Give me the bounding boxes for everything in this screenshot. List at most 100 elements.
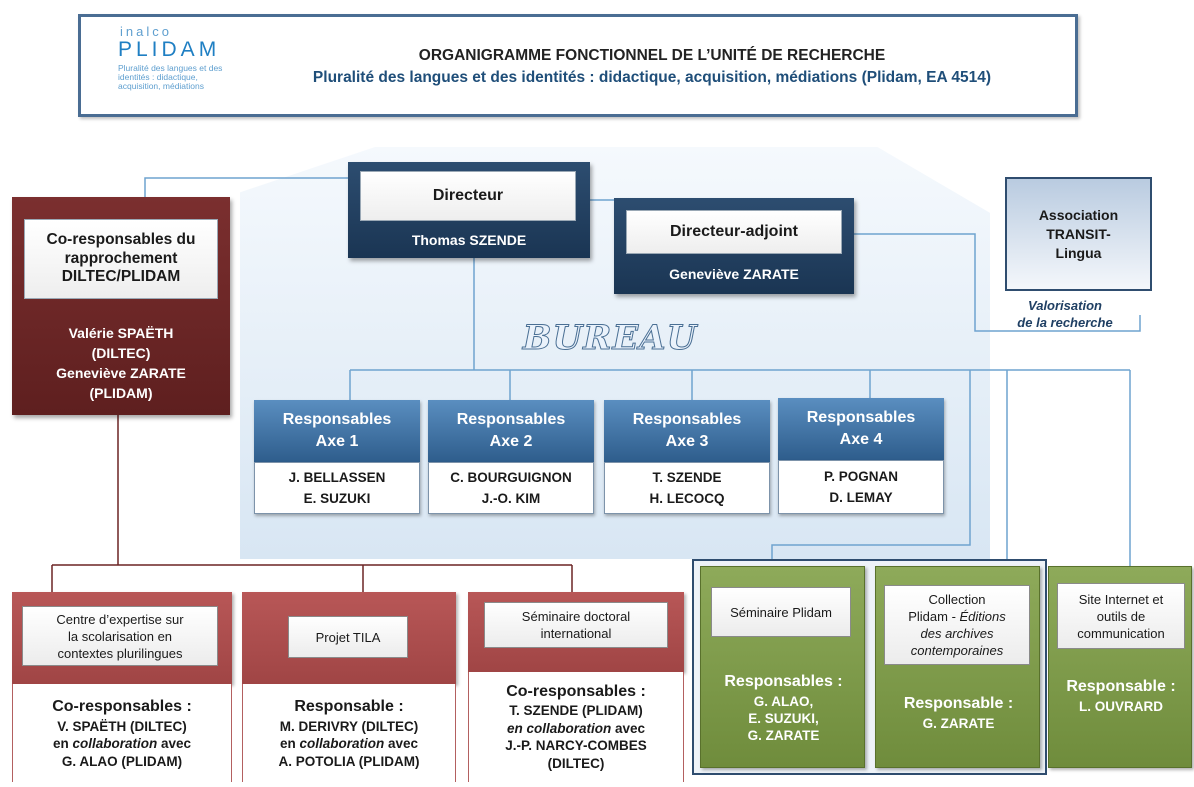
association-caption-line: Valorisation	[1028, 298, 1102, 313]
project-2-header: Projet TILA	[242, 592, 456, 684]
logo-subtitle: Pluralité des langues et des identités :…	[118, 63, 223, 91]
directeur-box: Directeur Thomas SZENDE	[348, 162, 590, 258]
collab-italic: en collaboration	[506, 720, 612, 736]
project-2-title-line: Projet TILA	[315, 629, 381, 645]
collab-prefix: en	[279, 736, 300, 752]
collection-plidam-box: Collection Plidam - Éditions des archive…	[875, 566, 1040, 768]
project-3-role: Co-responsables :	[506, 683, 646, 700]
directeur-adjoint-name: Geneviève ZARATE	[669, 266, 799, 282]
axe-3-member: H. LECOCQ	[649, 491, 725, 506]
seminaire-plidam-box: Séminaire Plidam Responsables : G. ALAO,…	[700, 566, 865, 768]
coresp-title-line: Co-responsables du	[46, 231, 196, 249]
project-3-line: T. SZENDE (PLIDAM)	[509, 703, 643, 718]
project-2-role: Responsable :	[294, 697, 404, 715]
axe-2-member: C. BOURGUIGNON	[450, 470, 572, 485]
axe-2-members: C. BOURGUIGNON J.-O. KIM	[428, 462, 594, 514]
collab-italic: collaboration	[299, 736, 385, 752]
project-3-title: Séminaire doctoral international	[484, 602, 668, 648]
page-title: ORGANIGRAMME FONCTIONNEL DE L’UNITÉ DE R…	[418, 47, 886, 64]
site-internet-name: L. OUVRARD	[1079, 698, 1163, 714]
seminaire-plidam-title: Séminaire Plidam	[711, 587, 851, 637]
directeur-adjoint-box: Directeur-adjoint Geneviève ZARATE	[614, 198, 854, 294]
association-line: TRANSIT-	[1046, 225, 1111, 242]
association-line: Lingua	[1055, 244, 1102, 261]
axe-1-head-line2: Axe 1	[315, 433, 359, 450]
project-3-body: Co-responsables : T. SZENDE (PLIDAM) en …	[468, 672, 684, 782]
axe-3-head-line2: Axe 3	[665, 433, 709, 450]
axe-1-header: Responsables Axe 1	[254, 400, 420, 462]
association-caption: Valorisation de la recherche	[985, 297, 1145, 331]
coresp-rapprochement-box: Co-responsables du rapprochement DILTEC/…	[12, 197, 230, 415]
collection-plidam-name: G. ZARATE	[922, 715, 995, 731]
project-2-last: A. POTOLIA (PLIDAM)	[278, 753, 420, 769]
association-line: Association	[1038, 206, 1119, 223]
association-box: Association TRANSIT- Lingua	[1005, 177, 1152, 291]
collab-italic: collaboration	[72, 736, 158, 752]
header-frame	[78, 14, 1078, 117]
axe-4-member: P. POGNAN	[823, 469, 899, 484]
project-3-collab: en collaboration avec	[507, 720, 645, 738]
axe-1-member: E. SUZUKI	[303, 491, 371, 506]
collab-suffix: avec	[384, 736, 419, 752]
seminaire-plidam-title-line: Séminaire Plidam	[730, 604, 832, 620]
project-2-collab: en collaboration avec	[280, 735, 418, 753]
axe-3-head-line1: Responsables	[632, 411, 742, 428]
coresp-title: Co-responsables du rapprochement DILTEC/…	[24, 219, 218, 299]
project-1-role: Co-responsables :	[52, 697, 192, 715]
coresp-names: Valérie SPAËTH (DILTEC) Geneviève ZARATE…	[12, 321, 230, 405]
collection-title-line: des archives	[920, 626, 994, 641]
seminaire-plidam-name: G. ALAO,	[753, 693, 814, 709]
site-internet-title-line: Site Internet et	[1078, 591, 1164, 607]
collection-plidam-role: Responsable :	[903, 694, 1014, 712]
project-3-title-line: Séminaire doctoral	[521, 609, 631, 624]
coresp-name: Geneviève ZARATE	[56, 365, 186, 381]
axe-4-head-line2: Axe 4	[839, 431, 883, 448]
axe-1-head-line1: Responsables	[282, 411, 392, 428]
project-1-collab: en collaboration avec	[53, 735, 191, 753]
collection-title-part: Plidam -	[908, 609, 960, 624]
project-1-title-line: contextes plurilingues	[57, 645, 183, 661]
seminaire-plidam-resp: Responsables : G. ALAO, E. SUZUKI, G. ZA…	[701, 655, 866, 759]
collection-title-line: Collection	[928, 592, 986, 607]
axe-1-member: J. BELLASSEN	[288, 470, 386, 485]
logo-plidam-text: PLIDAM	[118, 38, 221, 61]
coresp-title-line: DILTEC/PLIDAM	[61, 268, 181, 286]
directeur-name: Thomas SZENDE	[411, 232, 527, 248]
collab-suffix: avec	[157, 736, 192, 752]
axe-3-header: Responsables Axe 3	[604, 400, 770, 462]
project-3-title-line: international	[540, 626, 612, 641]
axe-3-members: T. SZENDE H. LECOCQ	[604, 462, 770, 514]
project-3-header: Séminaire doctoral international	[468, 592, 684, 672]
axe-4-member: D. LEMAY	[829, 490, 893, 505]
site-internet-box: Site Internet et outils de communication…	[1048, 566, 1192, 768]
axe-2-head-line2: Axe 2	[489, 433, 533, 450]
collection-plidam-title: Collection Plidam - Éditions des archive…	[884, 585, 1030, 665]
project-1-body: Co-responsables : V. SPAËTH (DILTEC) en …	[12, 684, 232, 782]
collection-plidam-resp: Responsable : G. ZARATE	[876, 687, 1041, 737]
project-2-title: Projet TILA	[288, 616, 408, 658]
axe-4-header: Responsables Axe 4	[778, 398, 944, 460]
project-1-title: Centre d’expertise sur la scolarisation …	[22, 606, 218, 666]
site-internet-resp: Responsable : L. OUVRARD	[1049, 671, 1193, 719]
project-2-body: Responsable : M. DERIVRY (DILTEC) en col…	[242, 684, 456, 782]
project-1-line: V. SPAËTH (DILTEC)	[57, 718, 187, 734]
seminaire-plidam-name: G. ZARATE	[747, 727, 820, 743]
axe-4-head-line1: Responsables	[806, 409, 916, 426]
logo-inalco-text: inalco	[120, 24, 172, 39]
association-caption-line: de la recherche	[1017, 315, 1113, 330]
line-seminaire	[771, 370, 971, 567]
project-2-line: M. DERIVRY (DILTEC)	[279, 718, 419, 734]
coresp-name: Valérie SPAËTH	[68, 325, 174, 341]
axe-3-member: T. SZENDE	[652, 470, 722, 485]
axe-1-members: J. BELLASSEN E. SUZUKI	[254, 462, 420, 514]
site-internet-title-line: communication	[1077, 625, 1165, 641]
site-internet-role: Responsable :	[1066, 677, 1176, 695]
axe-4-members: P. POGNAN D. LEMAY	[778, 460, 944, 514]
page-subtitle: Pluralité des langues et des identités :…	[312, 69, 992, 86]
bureau-title: BUREAU	[522, 318, 698, 359]
collection-title-line: Plidam - Éditions	[908, 608, 1006, 625]
project-3-last: J.-P. NARCY-COMBES	[505, 738, 647, 753]
project-3-extra: (DILTEC)	[547, 755, 605, 771]
seminaire-plidam-name: E. SUZUKI,	[748, 710, 819, 726]
